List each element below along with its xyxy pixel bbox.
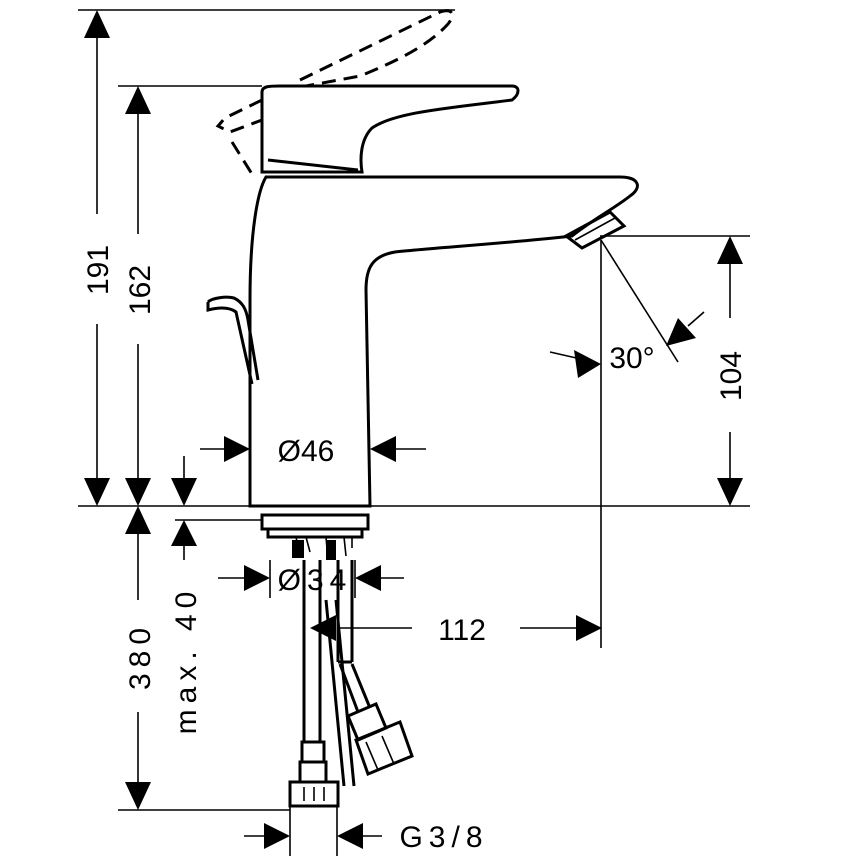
label-spout-height: 104 [715,351,748,401]
pop-up-rod [206,295,260,385]
label-connection-thread: G3/8 [399,821,488,854]
dimension-104 [717,236,743,506]
label-spout-projection: 112 [438,614,486,647]
dimension-thread [244,823,382,849]
label-max-deck-thickness: max. 40 [170,586,203,735]
dimension-angle-30 [549,239,705,378]
dimension-162 [125,86,151,506]
dimension-112 [310,615,602,641]
dimension-deck-max [171,456,197,560]
label-lever-height: 162 [124,265,157,315]
faucet-body [206,9,639,508]
dimension-191 [84,10,110,506]
aerator [563,210,627,250]
hose-nut-right [346,702,414,776]
label-body-diameter: Ø46 [278,435,335,468]
dimension-diameter-46 [200,436,426,462]
dimension-diameter-34 [218,565,404,591]
label-total-height: 191 [82,245,115,295]
hose-nut-left [288,740,340,808]
label-spout-angle: 30° [609,342,654,375]
mounting-hardware [260,513,370,664]
label-hole-diameter: Ø34 [278,564,353,597]
extension-lines [78,9,750,856]
label-hose-length: 380 [124,622,157,690]
dimension-380 [125,506,151,810]
